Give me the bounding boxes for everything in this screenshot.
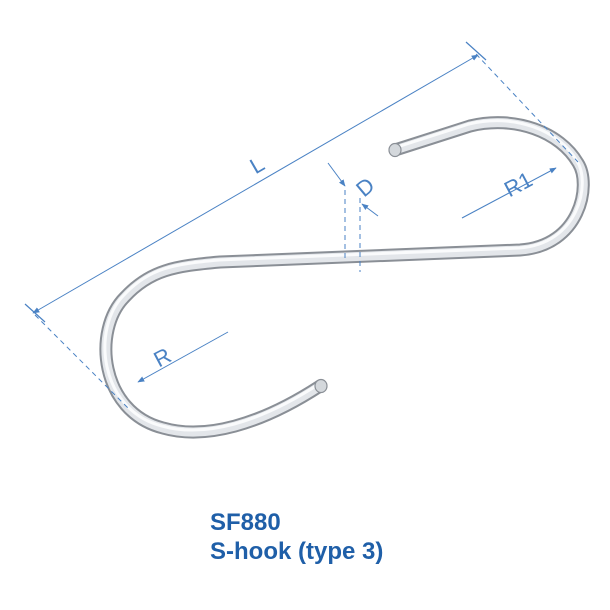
dimension-radius-small: R (137, 331, 229, 383)
dimension-radius-large: R1 (461, 167, 557, 219)
caption: SF880 S-hook (type 3) (210, 508, 383, 566)
length-label: L (245, 151, 268, 179)
radius-large-label: R1 (500, 167, 537, 202)
radius-small-label: R (150, 343, 176, 373)
product-name: S-hook (type 3) (210, 538, 384, 565)
dimension-length: L (24, 41, 579, 411)
s-hook-wire (99, 116, 590, 439)
product-code: SF880 (210, 509, 281, 536)
diameter-label: D (351, 172, 379, 201)
wire-end-top (388, 142, 402, 158)
wire-end-bottom (314, 378, 328, 394)
